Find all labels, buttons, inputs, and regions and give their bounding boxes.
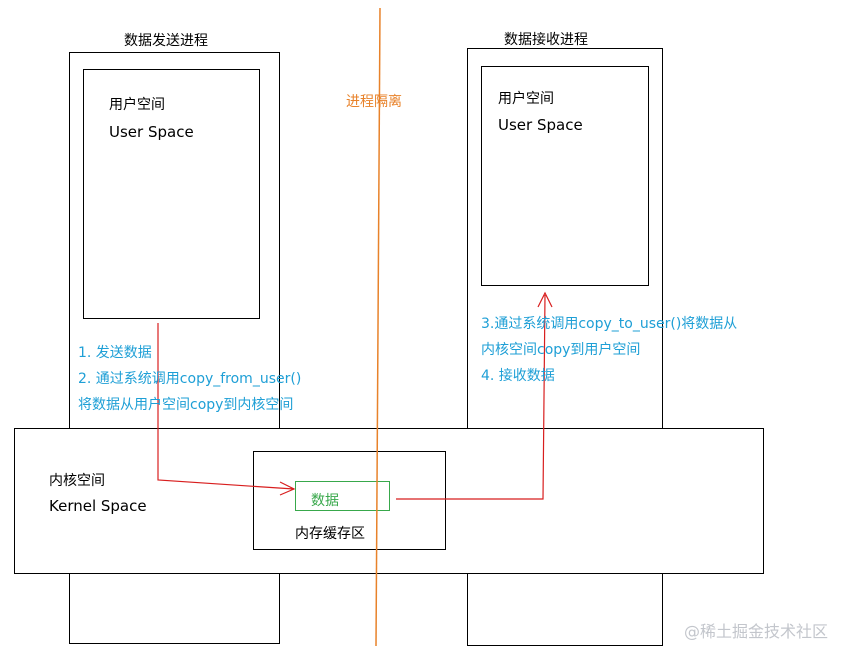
isolation-divider (375, 7, 381, 647)
sender-user-space-en: User Space (109, 123, 194, 141)
receive-arrow-line (396, 294, 546, 500)
sender-user-space-cn: 用户空间 (109, 97, 165, 113)
send-arrow-head (279, 481, 296, 496)
receive-step-2: 内核空间copy到用户空间 (481, 342, 641, 358)
receiver-user-space-cn: 用户空间 (498, 91, 554, 107)
memory-buffer-label: 内存缓存区 (295, 526, 365, 542)
receive-arrow-head (537, 291, 553, 308)
kernel-space-cn: 内核空间 (49, 473, 105, 489)
receive-step-1: 3.通过系统调用copy_to_user()将数据从 (481, 316, 738, 332)
isolation-label: 进程隔离 (346, 94, 402, 110)
receiver-user-space-box (481, 66, 649, 286)
receiver-process-title: 数据接收进程 (504, 32, 588, 48)
receiver-user-space-en: User Space (498, 116, 583, 134)
send-step-2: 2. 通过系统调用copy_from_user() (78, 371, 302, 387)
send-step-3: 将数据从用户空间copy到内核空间 (78, 397, 294, 413)
send-arrow-line (157, 323, 295, 490)
kernel-space-en: Kernel Space (49, 497, 147, 515)
send-step-1: 1. 发送数据 (78, 345, 152, 361)
watermark: @稀土掘金技术社区 (684, 622, 829, 641)
sender-process-title: 数据发送进程 (124, 33, 208, 49)
data-box (295, 481, 390, 511)
data-label: 数据 (311, 493, 339, 509)
sender-user-space-box (83, 69, 260, 319)
receive-step-3: 4. 接收数据 (481, 368, 555, 384)
